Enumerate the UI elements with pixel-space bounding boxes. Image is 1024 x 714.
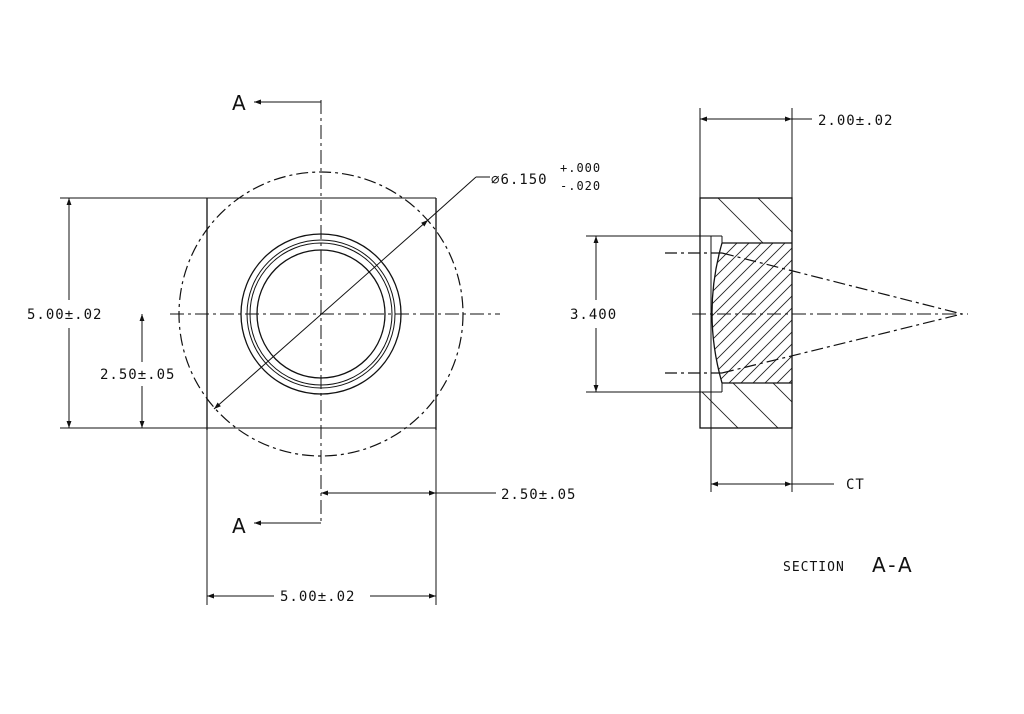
height-dim-text: 5.00±.02 bbox=[27, 307, 102, 323]
svg-text:⌀6.150: ⌀6.150 bbox=[491, 172, 548, 188]
section-center-lines bbox=[665, 252, 968, 374]
section-marker-top: A bbox=[232, 91, 321, 115]
section-view: 2.00±.02 3.400 CT SECTION A-A bbox=[570, 108, 968, 577]
section-marker-bottom: A bbox=[232, 514, 321, 538]
height-dimension: 5.00±.02 bbox=[27, 198, 102, 428]
front-view: A A ⌀6.150 +.000 -.020 5.00±.02 2. bbox=[27, 91, 601, 605]
diameter-symbol: ⌀ bbox=[491, 172, 500, 188]
front-center-lines bbox=[170, 100, 500, 525]
section-outline bbox=[699, 197, 793, 429]
half-width-dimension: 2.50±.05 bbox=[206, 430, 576, 605]
section-letter-top: A bbox=[232, 91, 246, 115]
aperture-dimension: 3.400 bbox=[570, 235, 722, 393]
section-letter-bottom: A bbox=[232, 514, 246, 538]
half-height-dimension: 2.50±.05 bbox=[100, 314, 175, 428]
section-caption-prefix: SECTION bbox=[783, 560, 845, 575]
half-width-dim-text: 2.50±.05 bbox=[501, 487, 576, 503]
section-caption-id: A-A bbox=[872, 553, 915, 577]
lens-hatching bbox=[712, 243, 792, 383]
diameter-tol-lower: -.020 bbox=[560, 179, 601, 193]
width-dim-text: 5.00±.02 bbox=[280, 589, 355, 605]
half-height-dim-text: 2.50±.05 bbox=[100, 367, 175, 383]
aperture-dim-text: 3.400 bbox=[570, 307, 617, 323]
thickness-dim-text: 2.00±.02 bbox=[818, 113, 893, 129]
ct-label: CT bbox=[846, 477, 865, 493]
ct-dimension: CT bbox=[710, 392, 865, 493]
diameter-callout: ⌀6.150 +.000 -.020 bbox=[213, 161, 601, 410]
diameter-tol-upper: +.000 bbox=[560, 161, 601, 175]
section-caption: SECTION A-A bbox=[783, 553, 915, 577]
thickness-dimension: 2.00±.02 bbox=[699, 108, 893, 198]
width-dimension: 5.00±.02 bbox=[207, 589, 436, 605]
diameter-value: 6.150 bbox=[500, 172, 547, 188]
holder-hatching bbox=[700, 198, 792, 428]
